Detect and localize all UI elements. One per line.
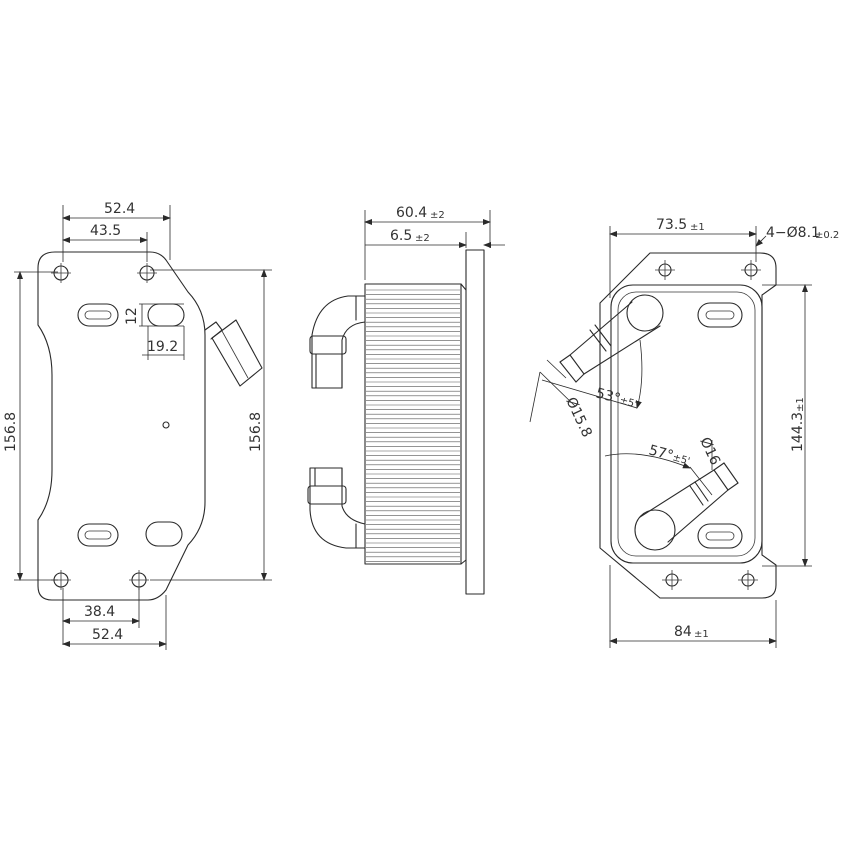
front-mount-hole-br (129, 570, 149, 590)
rear-dim-holes-tol: ±0.2 (815, 230, 839, 241)
front-center-dot (162, 421, 170, 429)
rear-dim-angle-top: 53° (594, 385, 622, 407)
front-plate-outline (37, 251, 206, 601)
rear-dim-width-top-tol: ±1 (690, 222, 705, 233)
front-mount-hole-tl (51, 263, 71, 283)
rear-mount-hole-tl (655, 260, 675, 280)
front-pipe-stub (204, 319, 263, 387)
front-dim-height-left: 156.8 (3, 412, 19, 452)
front-view: 52.4 43.5 12 19.2 156.8 156.8 38.4 52.4 (3, 201, 272, 650)
rear-dim-width-bottom: 84 (674, 624, 692, 640)
front-dim-hole-spacing-bottom: 38.4 (84, 604, 115, 620)
side-fins (366, 289, 460, 562)
rear-port-slot-bottom (697, 523, 743, 549)
rear-dim-height: 144.3 (790, 412, 806, 452)
side-dim-flange: 6.5 (390, 228, 412, 244)
rear-port-slot-top (697, 302, 743, 328)
front-dim-width-bottom: 52.4 (92, 627, 123, 643)
rear-dim-pipe-dia-top: Ø15.8 (562, 395, 594, 440)
front-dim-slot-width: 19.2 (147, 339, 178, 355)
rear-dim-width-top: 73.5 (656, 217, 687, 233)
front-dim-width-top: 52.4 (104, 201, 135, 217)
rear-pipe-bottom (634, 462, 739, 551)
rear-dim-pipe-dia-bottom: Ø16 (696, 435, 723, 468)
rear-mount-hole-bl (662, 570, 682, 590)
rear-dim-width-bottom-tol: ±1 (694, 629, 709, 640)
rear-view: 53° ±5' Ø15.8 57° ±5' Ø16 73.5 ±1 4−Ø8.1… (529, 217, 839, 648)
rear-dim-angle-bottom: 57° (647, 442, 675, 464)
rear-plate-outline (599, 252, 777, 599)
rear-mount-hole-br (738, 570, 758, 590)
side-view: 60.4 ±2 6.5 ±2 (307, 205, 505, 595)
front-port-slot-top-left (77, 303, 119, 327)
front-port-slot-bottom-left (77, 523, 119, 547)
rear-pipe-top (559, 294, 664, 383)
front-dim-slot-height: 12 (124, 307, 140, 325)
front-dim-hole-spacing-top: 43.5 (90, 223, 121, 239)
side-flange-plate (465, 249, 485, 595)
front-dim-height-right: 156.8 (248, 412, 264, 452)
rear-dim-angle-bottom-tol: ±5' (671, 452, 691, 467)
side-elbow-pipe-bottom (307, 467, 366, 549)
front-mount-hole-tr (137, 263, 157, 283)
rear-dim-angle-top-tol: ±5' (618, 395, 638, 410)
side-dim-depth-tol: ±2 (430, 210, 445, 221)
side-elbow-pipe-top (309, 295, 366, 389)
side-dim-depth: 60.4 (396, 205, 427, 221)
side-fin-stack (364, 283, 462, 565)
rear-dim-holes: 4−Ø8.1 (766, 225, 820, 241)
side-dim-flange-tol: ±2 (415, 233, 430, 244)
front-port-slot-bottom-right (145, 521, 183, 547)
front-port-slot-top-right (147, 303, 185, 327)
rear-core-outline (610, 284, 763, 564)
rear-mount-hole-tr (741, 260, 761, 280)
rear-dim-height-tol: ±1 (795, 397, 806, 412)
